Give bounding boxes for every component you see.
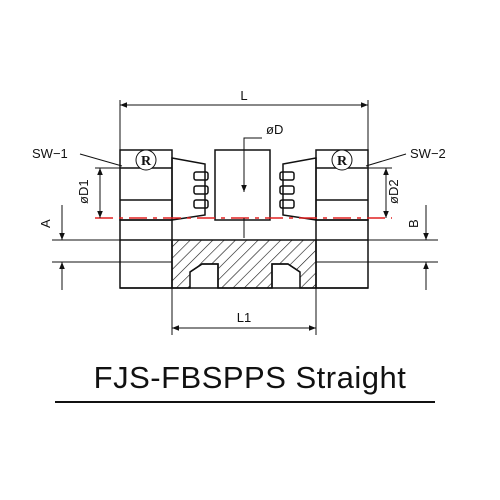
left-collar [171,157,206,221]
label-L1: L1 [237,310,251,325]
label-A: A [38,219,53,228]
dimension-D1 [95,167,120,218]
dimension-D [241,137,262,238]
right-port [315,219,369,289]
title-underline [55,401,435,403]
leader-SW2 [365,153,407,167]
left-port [119,219,173,289]
dimension-D2 [368,167,392,218]
label-D2: øD2 [386,179,401,204]
dimension-B [316,205,438,290]
right-collar [282,157,317,221]
svg-text:R: R [141,154,152,169]
dimension-A [52,205,172,290]
svg-text:R: R [337,154,348,169]
diagram-title: FJS-FBSPPS Straight [93,360,407,395]
right-logo-icon: R [331,149,353,171]
label-D1: øD1 [76,179,91,204]
center-body [214,149,271,221]
leader-SW1 [79,153,123,167]
body-section-hatch [171,239,317,289]
label-L: L [240,88,247,103]
label-D: øD [266,122,283,137]
label-SW1: SW−1 [32,146,68,161]
label-B: B [406,219,421,228]
dimension-L [119,100,369,150]
left-logo-icon: R [135,149,157,171]
dimension-L1 [171,288,317,335]
label-SW2: SW−2 [410,146,446,161]
